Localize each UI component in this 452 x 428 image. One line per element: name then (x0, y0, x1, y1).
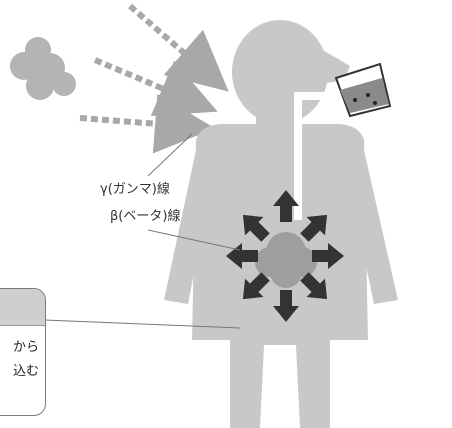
ray-arrow-bottom (80, 118, 185, 126)
radioactive-particles (10, 37, 76, 100)
gamma-ray-label: γ(ガンマ)線 (100, 178, 170, 197)
callout-line-1: から (1, 336, 39, 360)
external-ray-arrows (80, 6, 206, 126)
callout-box: から 込む (0, 288, 46, 416)
ray-arrow-top (130, 6, 206, 72)
callout-header (0, 289, 45, 326)
leader-line-gamma (148, 134, 192, 176)
beta-ray-label: β(ベータ)線 (110, 205, 180, 224)
callout-line-2: 込む (1, 360, 39, 384)
callout-text: から 込む (0, 326, 45, 384)
ray-arrow-middle (95, 60, 190, 100)
